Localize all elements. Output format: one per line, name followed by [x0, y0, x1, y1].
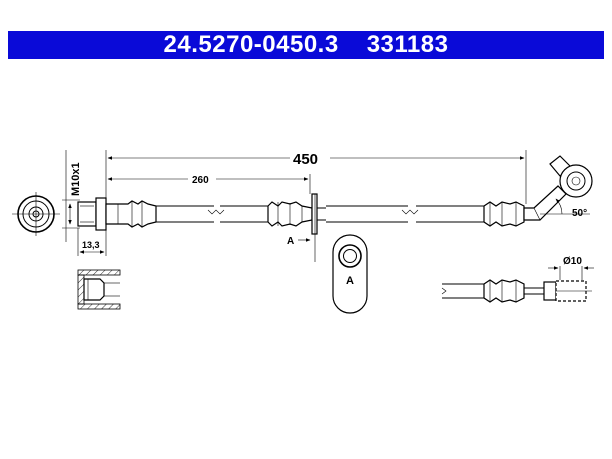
length-dimensions: 450 260 [105, 150, 527, 204]
part-number: 24.5270-0450.3 [163, 31, 339, 58]
angle-dimension: 50° [540, 198, 590, 219]
thread-dimension: M10x1 [62, 150, 82, 242]
banjo-fitting [549, 155, 593, 198]
ref-number: 331183 [366, 31, 449, 58]
partial-length-label: 260 [192, 175, 209, 186]
diameter-label: Ø10 [563, 256, 582, 267]
side-view-banjo: Ø10 [441, 256, 594, 303]
detail-marker: A [346, 275, 354, 287]
angle-label: 50° [572, 208, 587, 219]
fitting-length-label: 13,3 [82, 240, 100, 250]
section-detail [77, 269, 121, 310]
middle-fitting: A [267, 193, 326, 262]
hose [156, 205, 484, 223]
bracket-detail-a: A [332, 234, 368, 314]
bracket-marker: A [287, 236, 294, 247]
total-length-label: 450 [293, 151, 318, 168]
fitting-length-dimension: 13,3 [77, 228, 107, 256]
right-fitting [483, 185, 567, 227]
thread-label: M10x1 [70, 162, 82, 196]
left-fitting [77, 197, 157, 231]
end-view-fitting [12, 192, 60, 236]
header-bar: 24.5270-0450.3 331183 [8, 31, 604, 59]
